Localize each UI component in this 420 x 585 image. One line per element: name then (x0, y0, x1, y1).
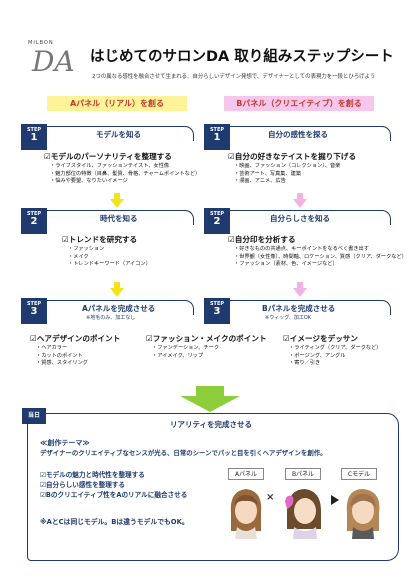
check-item: ☑Bのクリエイティブ性をAのリアルに融合させる (40, 490, 188, 499)
list-item: ファッション（素材、色、イメージなど） (234, 261, 407, 269)
step-1-b-content: ☑自分の好きなテイストを掘り下げる 映画、ファッション（コレクション）、音楽 芸… (228, 151, 356, 186)
step-2-b-content: ☑自分印を分析する 好きなものの共通点、キーポイントをなるべく書き出す 世界観（… (228, 234, 407, 269)
list-item: ファンデーション、チーク (152, 345, 267, 353)
down-arrow-a-icon (110, 199, 124, 208)
list-item: ポージング、アングル (289, 353, 381, 361)
down-arrow-a-icon (110, 288, 124, 297)
final-note: ※AとCは同じモデル。Bは違うモデルでもOK。 (40, 518, 189, 526)
list-item: ライティング（クリア、ダークなど） (289, 345, 381, 353)
model-b-portrait-icon (285, 489, 321, 539)
check-item: ☑モデルの魅力と時代性を整理する (40, 471, 145, 479)
list-item: 芸術アート、写真集、建築 (234, 171, 356, 179)
final-section-frame (27, 413, 399, 561)
model-c-portrait-icon (346, 489, 380, 539)
panel-b-header: Bパネル（クリエイティブ）を創る (224, 96, 374, 111)
step-1-bar-a (40, 126, 194, 141)
step-3-note-a: ※地毛のみ、加工なし (86, 315, 136, 321)
page-title: はじめてのサロンDA 取り組みステップシート (90, 49, 394, 65)
logo-mark: DA (32, 45, 75, 78)
arrow-stem-b (297, 193, 303, 199)
image-heading: ☑イメージをデッサン (283, 334, 358, 343)
step-3-bar-a (40, 300, 194, 315)
model-label-a: Aパネル (228, 468, 264, 480)
day-badge: 当日 (22, 408, 46, 424)
model-label-c: Cモデル (341, 468, 377, 480)
fashion-heading: ☑ファッション・メイクのポイント (146, 334, 267, 343)
step-3-title-b: Bパネルを完成させる (262, 304, 336, 313)
list-item: 映画、ファッション（コレクション）、音楽 (234, 163, 356, 171)
list-item: 魅力部位の特徴（目鼻、髪質、骨格、チャームポイントなど） (50, 171, 200, 179)
hair-heading: ☑ヘアデザインのポイント (30, 334, 121, 343)
step-3-title-a: Aパネルを完成させる (82, 304, 156, 313)
list-item: 寄り／引き (289, 360, 381, 368)
step-3-hair-content: ☑ヘアデザインのポイント ヘアカラー カットのポイント 質感、スタイリング (30, 333, 120, 368)
right-arrow-icon (331, 495, 339, 505)
list-item: 質感、スタイリング (36, 360, 120, 368)
down-arrow-b-icon (293, 199, 307, 208)
final-title: リアリティを完成させる (170, 420, 253, 429)
theme-heading: ≪創作テーマ≫ (40, 439, 90, 447)
arrow-stem-a (114, 282, 120, 288)
step-2-b-heading: ☑自分印を分析する (228, 235, 296, 244)
brand-name: MILBON (28, 40, 54, 46)
step-2-a-heading: ☑トレンドを研究する (62, 235, 138, 244)
step-2-bar-b (223, 210, 391, 225)
list-item: カットのポイント (36, 353, 120, 361)
arrow-stem-a (114, 193, 120, 199)
list-item: アイメイク、リップ (152, 353, 267, 361)
step-2-title-a: 時代を知る (100, 214, 138, 223)
step-1-a-content: ☑モデルのパーソナリティを整理する ライフスタイル、ファッションテイスト、女性像… (44, 151, 200, 186)
list-item: 漫画、アニメ、広告 (234, 178, 356, 186)
theme-text: デザイナーのクリエイティブなセンスが光る、日常のシーンでパッと目を引くヘアデザイ… (40, 449, 327, 457)
step-3-fashion-content: ☑ファッション・メイクのポイント ファンデーション、チーク アイメイク、リップ (146, 333, 267, 360)
step-1-title-a: モデルを知る (96, 130, 141, 139)
list-item: ヘアカラー (36, 345, 120, 353)
step-1-a-heading: ☑モデルのパーソナリティを整理する (44, 152, 172, 161)
step-2-title-b: 自分らしさを知る (270, 214, 330, 223)
final-checklist: ☑モデルの魅力と時代性を整理する ☑自分らしい感性を整理する ☑Bのクリエイティ… (40, 471, 187, 501)
step-1-title-b: 自分の感性を探る (268, 130, 328, 139)
list-item: 世界観（女性像）、時間軸、ロケーション、質感（クリア、ダークなど） (234, 254, 407, 262)
step-2-a-content: ☑トレンドを研究する ファッション メイク トレンドキーワード（アイコン） (62, 234, 151, 269)
step-1-bar-b (223, 126, 391, 141)
model-label-b: Bパネル (285, 468, 321, 480)
list-item: 悩みや要望、なりたいイメージ (50, 178, 200, 186)
step-3-bar-b (223, 300, 391, 315)
big-arrow-stem (196, 386, 224, 396)
list-item: ライフスタイル、ファッションテイスト、女性像 (50, 163, 200, 171)
list-item: ファッション (68, 246, 151, 254)
down-arrow-b-icon (293, 288, 307, 297)
step-1-b-heading: ☑自分の好きなテイストを掘り下げる (228, 152, 357, 161)
check-item: ☑自分らしい感性を整理する (40, 480, 126, 489)
list-item: 好きなものの共通点、キーポイントをなるべく書き出す (234, 246, 407, 254)
page-subtitle: 2つの異なる感性を融合させて生まれる、自分らしいデザイン発想で、デザイナーとして… (92, 74, 376, 80)
times-symbol: × (266, 492, 275, 503)
step-3-image-content: ☑イメージをデッサン ライティング（クリア、ダークなど） ポージング、アングル … (283, 333, 381, 368)
list-item: トレンドキーワード（アイコン） (68, 261, 151, 269)
big-down-arrow-icon (180, 396, 240, 412)
model-a-portrait-icon (230, 489, 262, 539)
step-3-note-b: ※ウィッグ、加工OK (265, 315, 312, 321)
arrow-stem-b (297, 282, 303, 288)
step-2-bar-a (40, 210, 194, 225)
list-item: メイク (68, 254, 151, 262)
panel-a-header: Aパネル（リアル）を創る (47, 96, 187, 111)
